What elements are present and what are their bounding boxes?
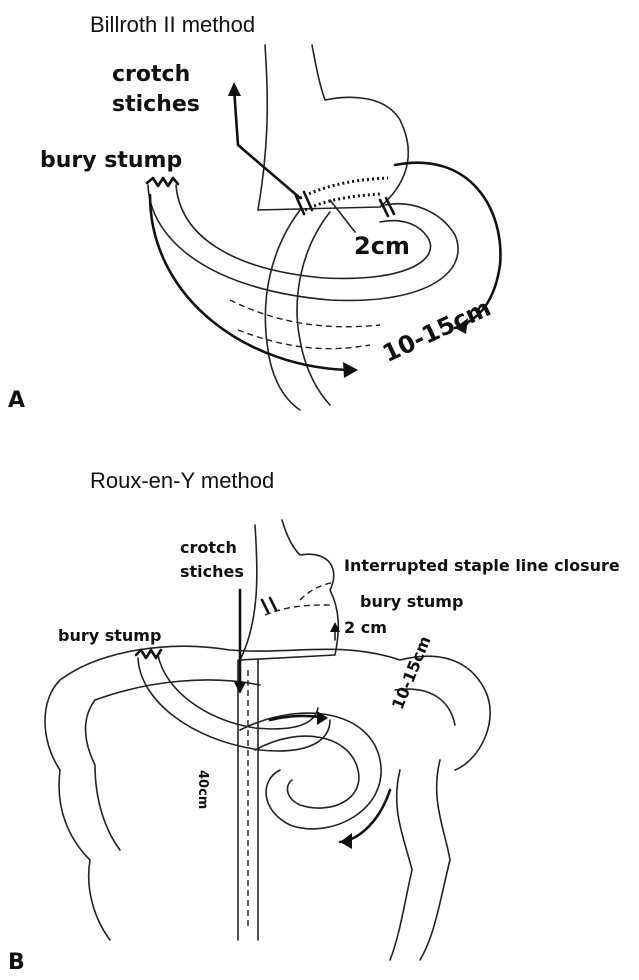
bury-stump-right-label: bury stump <box>360 592 463 611</box>
panel-b-letter: B <box>8 950 25 975</box>
bury-stump-left-label: bury stump <box>58 626 161 645</box>
crotch-mark-b <box>262 598 276 612</box>
colon-outline-inner <box>86 680 455 960</box>
stiches-label-b: stiches <box>180 562 244 581</box>
jejunal-loop-outer <box>240 713 381 829</box>
stump-sutures-b <box>136 650 161 658</box>
forty-cm-label: 40cm <box>195 770 210 809</box>
staple-line-label: Interrupted staple line closure <box>344 556 620 575</box>
afferent-limb-b-outer <box>138 658 330 751</box>
two-cm-label-b: 2 cm <box>344 618 387 637</box>
crotch-label-b: crotch <box>180 538 237 557</box>
stomach-remnant-b <box>240 520 338 660</box>
loop-arrow-right <box>340 790 390 842</box>
